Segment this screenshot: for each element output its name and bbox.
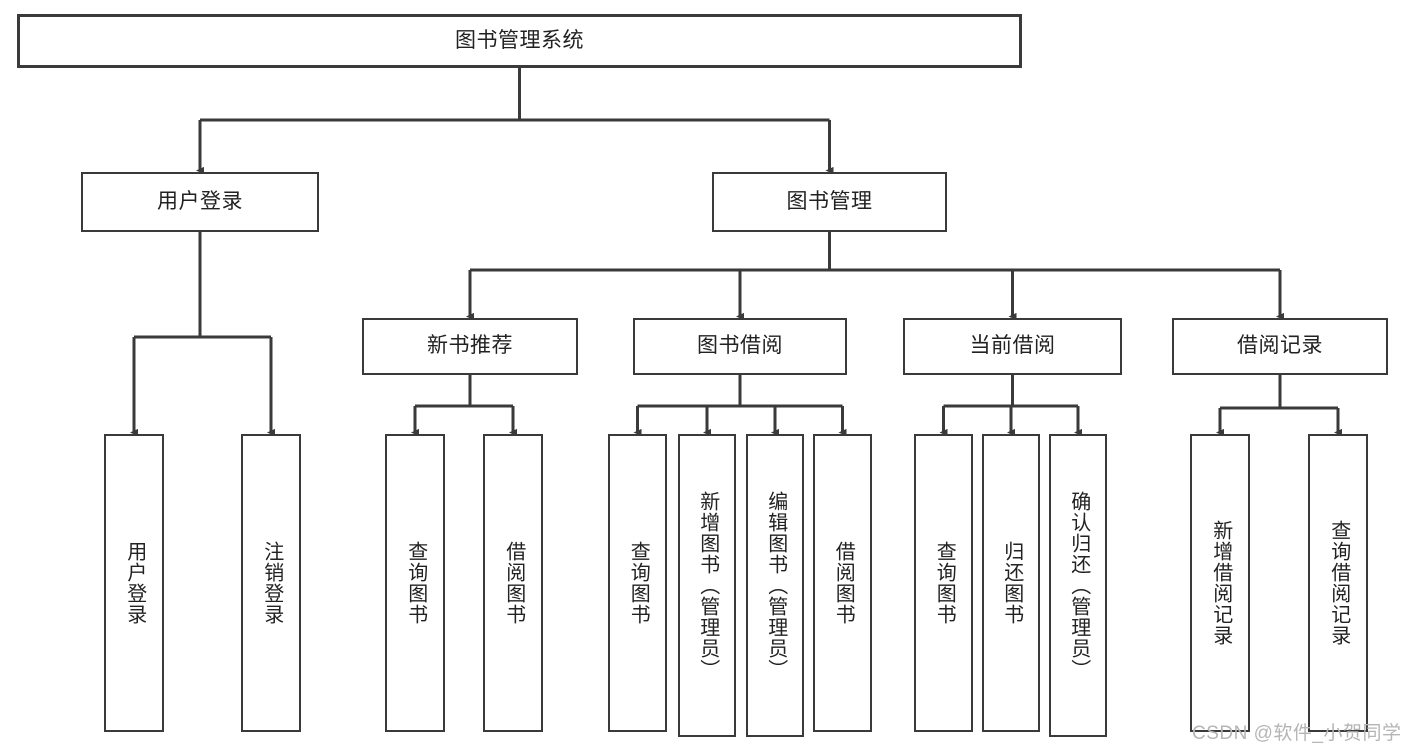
node-label: 确认归还（管理员） [1067, 491, 1090, 680]
node-label: 借阅图书 [832, 541, 855, 625]
node-label: 图书管理系统 [455, 28, 584, 52]
node-label: 图书管理 [786, 189, 873, 213]
node-book-borrow[interactable]: 图书借阅 [633, 318, 847, 375]
node-label: 查询图书 [933, 541, 956, 625]
node-label: 新增借阅记录 [1209, 520, 1232, 646]
node-label: 编辑图书（管理员） [764, 491, 787, 680]
node-leaf-query-book-1[interactable]: 查询图书 [385, 434, 445, 732]
node-label: 用户登录 [123, 541, 146, 625]
node-leaf-borrow-book-1[interactable]: 借阅图书 [483, 434, 543, 732]
node-user-login[interactable]: 用户登录 [81, 172, 319, 232]
node-leaf-query-book-3[interactable]: 查询图书 [914, 434, 973, 732]
node-book-manage[interactable]: 图书管理 [712, 172, 947, 232]
node-leaf-add-record[interactable]: 新增借阅记录 [1190, 434, 1250, 732]
node-label: 查询图书 [404, 541, 427, 625]
node-leaf-user-login[interactable]: 用户登录 [104, 434, 164, 732]
node-leaf-confirm-return[interactable]: 确认归还（管理员） [1049, 434, 1107, 737]
node-label: 当前借阅 [969, 334, 1056, 358]
node-leaf-borrow-book-2[interactable]: 借阅图书 [813, 434, 872, 732]
node-label: 借阅记录 [1237, 334, 1323, 358]
edge-group [130, 68, 1343, 437]
node-leaf-return-book[interactable]: 归还图书 [982, 434, 1040, 732]
node-root[interactable]: 图书管理系统 [17, 14, 1022, 68]
node-label: 新书推荐 [427, 334, 513, 358]
node-label: 图书借阅 [697, 334, 783, 358]
node-label: 新增图书（管理员） [696, 491, 719, 680]
node-new-book-rec[interactable]: 新书推荐 [362, 318, 578, 375]
node-current-borrow[interactable]: 当前借阅 [903, 318, 1122, 375]
node-leaf-user-logout[interactable]: 注销登录 [241, 434, 301, 732]
node-label: 查询图书 [627, 541, 650, 625]
node-leaf-add-book[interactable]: 新增图书（管理员） [678, 434, 736, 737]
node-leaf-query-book-2[interactable]: 查询图书 [608, 434, 667, 732]
node-label: 注销登录 [260, 541, 283, 625]
node-leaf-edit-book[interactable]: 编辑图书（管理员） [746, 434, 804, 737]
node-label: 归还图书 [1000, 541, 1023, 625]
node-borrow-record[interactable]: 借阅记录 [1172, 318, 1388, 375]
node-label: 借阅图书 [502, 541, 525, 625]
node-label: 查询借阅记录 [1327, 520, 1350, 646]
node-leaf-query-record[interactable]: 查询借阅记录 [1308, 434, 1368, 732]
node-label: 用户登录 [157, 189, 243, 213]
